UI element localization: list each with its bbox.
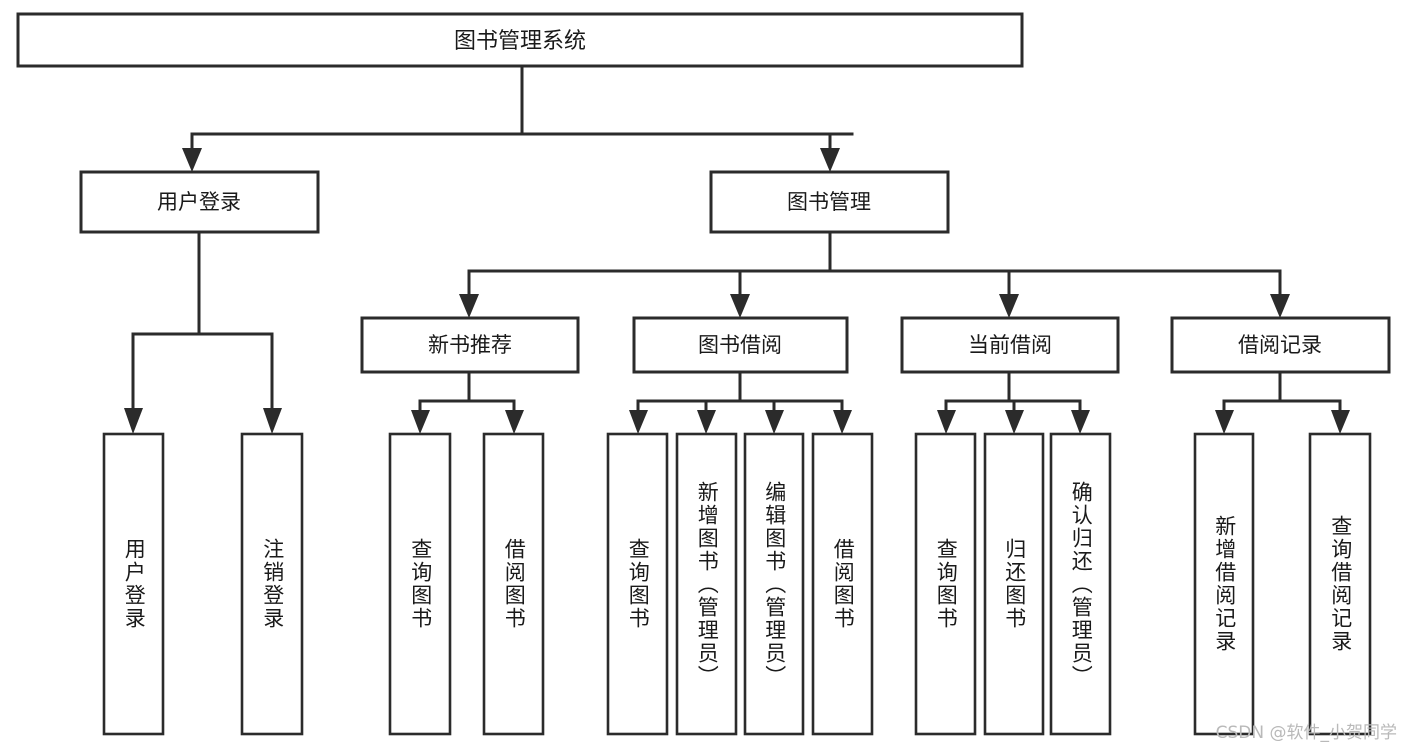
node-box-layer: 图书管理系统 用户登录 图书管理 新书推荐 图书借阅 当前借阅 借阅记录 (16, 12, 1391, 736)
arrowhead-leaf-user-login (124, 408, 143, 434)
leaf-query-book-a-box[interactable] (388, 432, 452, 736)
node-root-box[interactable] (16, 12, 1024, 68)
leaf-confirm-return-box[interactable] (1049, 432, 1112, 736)
arrowhead-leaf-query-book-a (411, 410, 430, 434)
node-root-label: 图书管理系统 (454, 29, 586, 54)
node-new-book-recommend-label: 新书推荐 (428, 333, 512, 357)
arrowhead-current-borrow (999, 294, 1019, 318)
node-book-management-label: 图书管理 (787, 190, 871, 214)
arrowhead-leaf-add-book (697, 410, 716, 434)
node-new-book-recommend-box[interactable] (360, 316, 580, 374)
leaf-add-book-box[interactable] (675, 432, 738, 736)
leaf-edit-book-box[interactable] (743, 432, 805, 736)
arrowhead-leaf-query-record (1331, 410, 1350, 434)
leaf-borrow-book-b-box[interactable] (811, 432, 874, 736)
arrowhead-user-login (182, 148, 202, 172)
arrowhead-layer (124, 148, 1350, 434)
arrowhead-leaf-query-book-c (937, 410, 956, 434)
leaf-query-book-c-box[interactable] (914, 432, 977, 736)
leaf-return-book-box[interactable] (983, 432, 1045, 736)
arrowhead-borrow-records (1270, 294, 1290, 318)
node-user-login-label: 用户登录 (157, 190, 241, 214)
node-user-login-box[interactable] (79, 170, 320, 234)
csdn-watermark: CSDN @软件_小贺同学 (1215, 723, 1397, 743)
leaf-user-logout-box[interactable] (240, 432, 304, 736)
leaf-borrow-book-a-box[interactable] (482, 432, 545, 736)
node-borrow-records-label: 借阅记录 (1238, 333, 1322, 357)
arrowhead-leaf-confirm-return (1071, 410, 1090, 434)
arrowhead-book-management (820, 148, 840, 172)
node-book-borrow-label: 图书借阅 (698, 333, 782, 357)
arrowhead-leaf-return-book (1005, 410, 1024, 434)
arrowhead-leaf-user-logout (263, 408, 282, 434)
arrowhead-leaf-borrow-book-b (833, 410, 852, 434)
arrowhead-leaf-add-record (1215, 410, 1234, 434)
node-book-management-box[interactable] (709, 170, 950, 234)
arrowhead-leaf-query-book-b (629, 410, 648, 434)
arrowhead-leaf-edit-book (765, 410, 784, 434)
arrowhead-leaf-borrow-book-a (505, 410, 524, 434)
leaf-query-record-box[interactable] (1308, 432, 1372, 736)
node-borrow-records-box[interactable] (1170, 316, 1391, 374)
node-current-borrow-label: 当前借阅 (968, 333, 1052, 357)
leaf-user-login-box[interactable] (102, 432, 165, 736)
leaf-query-book-b-box[interactable] (606, 432, 669, 736)
node-current-borrow-box[interactable] (900, 316, 1120, 374)
arrowhead-new-book (459, 294, 479, 318)
leaf-add-record-box[interactable] (1193, 432, 1255, 736)
node-book-borrow-box[interactable] (632, 316, 849, 374)
arrowhead-book-borrow (730, 294, 750, 318)
